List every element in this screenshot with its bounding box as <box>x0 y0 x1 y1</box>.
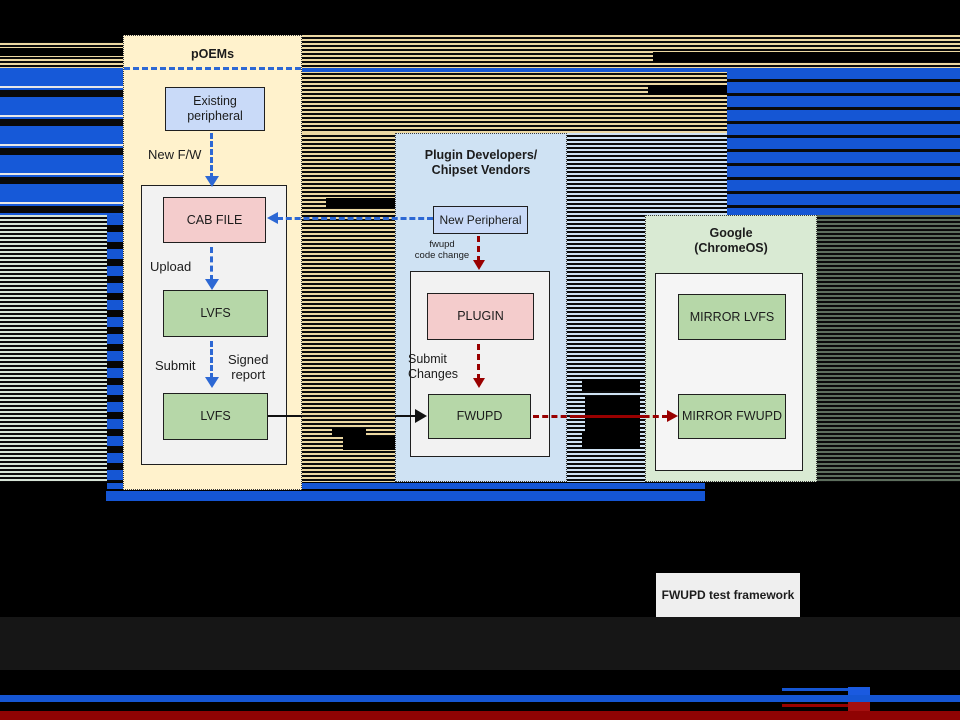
small-red-line <box>782 704 848 707</box>
node-fwupd-test-framework: FWUPD test framework <box>656 573 800 617</box>
redaction-mark <box>332 428 366 437</box>
bottom-blue-bar-1 <box>107 483 705 489</box>
small-blue-line <box>782 688 848 691</box>
node-mirror-fwupd: MIRROR FWUPD <box>678 394 786 439</box>
redaction-mark <box>326 198 395 208</box>
glitch-band-blue-left <box>0 68 123 215</box>
label-new-fw: New F/W <box>148 147 202 162</box>
node-fwupd: FWUPD <box>428 394 531 439</box>
bottom-dark-band <box>0 617 960 670</box>
label-fwupd-code-change: fwupd code change <box>414 239 470 261</box>
arrow-new-fw-line <box>210 133 213 179</box>
redaction-mark <box>653 52 960 62</box>
node-existing-peripheral: Existing peripheral <box>165 87 265 131</box>
arrow-code-change-head-icon <box>473 260 485 270</box>
arrow-code-change-line <box>477 236 480 262</box>
arrow-new-fw-head-icon <box>205 176 219 187</box>
arrow-submit-changes-line <box>477 344 480 380</box>
glitch-band-tan-gap <box>302 133 395 482</box>
glitch-band-darkgreen-right <box>817 215 960 482</box>
arrow-lvfs-to-fwupd-line <box>268 415 418 417</box>
section-poems-title: pOEMs <box>190 47 235 61</box>
node-lvfs-upper: LVFS <box>163 290 268 337</box>
glitch-black-strip <box>0 35 123 42</box>
arrow-newperipheral-to-cabfile-line <box>277 217 433 220</box>
arrow-newperipheral-to-cabfile-head-icon <box>267 212 278 224</box>
arrow-upload-line <box>210 247 213 281</box>
small-red-square <box>848 702 870 712</box>
node-new-peripheral: New Peripheral <box>433 206 528 234</box>
arrow-submit-head-icon <box>205 377 219 388</box>
full-red-bar <box>0 711 960 720</box>
label-upload: Upload <box>150 259 192 274</box>
redaction-mark <box>582 432 640 449</box>
node-lvfs-lower: LVFS <box>163 393 268 440</box>
redaction-mark <box>585 396 640 433</box>
arrow-submit-line <box>210 341 213 379</box>
glitch-blue-dash-column <box>107 215 123 490</box>
arrow-lvfs-to-fwupd-head-icon <box>415 409 427 423</box>
full-blue-bar <box>0 695 960 702</box>
node-plugin: PLUGIN <box>427 293 534 340</box>
node-cab-file: CAB FILE <box>163 197 266 243</box>
redaction-mark <box>648 85 727 95</box>
arrow-upload-head-icon <box>205 279 219 290</box>
label-submit-changes: Submit Changes <box>408 352 459 381</box>
node-mirror-lvfs: MIRROR LVFS <box>678 294 786 340</box>
glitch-black-strip <box>0 48 123 56</box>
redaction-mark <box>343 436 395 450</box>
arrow-submit-changes-head-icon <box>473 378 485 388</box>
arrow-fwupd-to-mirror-solid-segment <box>570 415 648 418</box>
bottom-blue-bar-2 <box>106 491 705 501</box>
redaction-mark <box>582 379 640 391</box>
label-signed-report: Signed report <box>228 352 269 382</box>
section-google-title: Google (ChromeOS) <box>694 226 768 255</box>
arrow-fwupd-to-mirror-head-icon <box>667 410 678 422</box>
glitch-band-blue-right <box>727 68 960 215</box>
glitch-band-green-left <box>0 215 107 483</box>
poems-dashed-divider <box>124 67 301 70</box>
glitch-blue-line-top <box>302 68 960 72</box>
label-submit: Submit <box>155 358 196 373</box>
bottom-black-area <box>0 482 960 720</box>
section-plugin-title: Plugin Developers/ Chipset Vendors <box>424 148 538 177</box>
